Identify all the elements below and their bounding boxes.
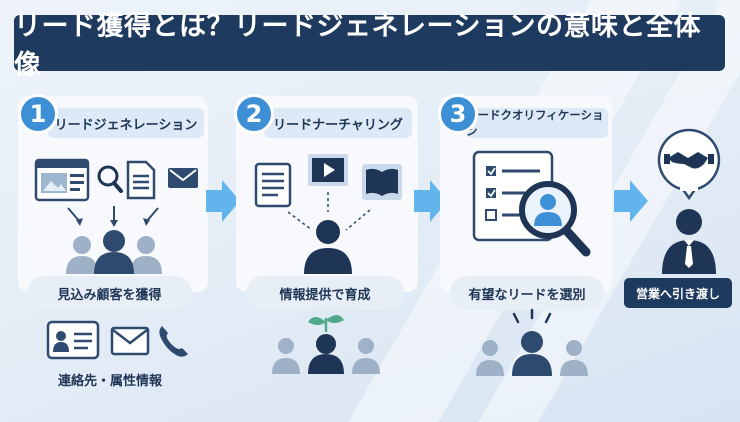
handover-illustration: [657, 128, 721, 274]
flow-arrow-2: [414, 180, 448, 222]
flow-arrow-3: [614, 180, 648, 222]
people-group-icon: [66, 230, 162, 274]
stage-1-label: リードジェネレーション: [48, 108, 204, 138]
stage-2-result: 情報提供で育成: [246, 276, 404, 310]
stage-1-contact-icons: [46, 320, 188, 360]
article-icon: [254, 162, 292, 208]
stage-1-result: 見込み顧客を獲得: [27, 276, 192, 310]
flow-arrow-1: [206, 180, 240, 222]
stage-1-number: 1: [18, 94, 58, 134]
phone-icon: [159, 326, 188, 357]
stage-3-illustration: [472, 150, 591, 257]
magnifier-person-icon: [519, 181, 591, 257]
stage-1-caption: 連絡先・属性情報: [57, 374, 162, 389]
video-play-icon: [308, 154, 348, 186]
people-group-icon: [476, 331, 588, 376]
stage-2-growth-illustration: [272, 315, 380, 374]
stage-2-number: 2: [234, 94, 274, 134]
book-icon: [362, 164, 402, 200]
search-icon: [97, 165, 123, 193]
highlight-rays: [512, 308, 552, 324]
mail-icon: [168, 168, 198, 188]
content-connector-lines: [287, 192, 371, 231]
document-icon: [126, 160, 156, 200]
stage-3-label: リードクオリフィケーション: [466, 108, 608, 138]
stage-1-illustration: [34, 158, 198, 274]
sprout-icon: [308, 315, 344, 332]
sales-representative-icon: [662, 209, 716, 274]
page-title: リード獲得とは？リードジェネレーションの意味と全体像: [14, 11, 725, 81]
stage-3-number: 3: [438, 94, 478, 134]
mail-icon: [110, 326, 150, 356]
people-group-icon: [272, 334, 380, 374]
stage-3-result: 有望なリードを選別: [450, 276, 604, 310]
handshake-icon: [657, 128, 721, 201]
handover-label: 営業へ引き渡し: [624, 278, 732, 308]
browser-window-icon: [34, 158, 90, 202]
person-icon: [304, 220, 352, 274]
stage-2-label: リードナーチャリング: [264, 108, 412, 138]
id-card-icon: [46, 320, 100, 360]
stage-3-selection-illustration: [476, 308, 588, 376]
inflow-arrows: [67, 206, 159, 227]
stage-2-illustration: [254, 154, 402, 274]
